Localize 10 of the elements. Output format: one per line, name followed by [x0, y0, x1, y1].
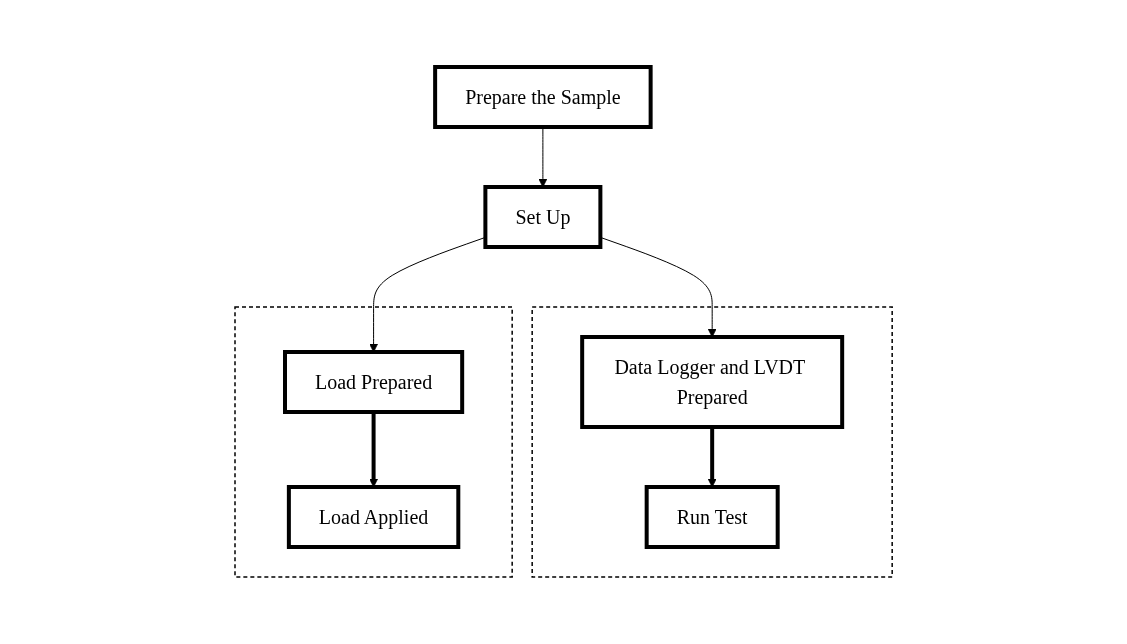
arrow [369, 412, 378, 488]
node-box: Run Test [644, 485, 780, 549]
cluster [234, 306, 513, 578]
cluster [531, 306, 893, 578]
node-box: Data Logger and LVDT Prepared [580, 335, 845, 429]
node-box: Set Up [483, 185, 603, 249]
node-box: Prepare the Sample [433, 65, 653, 129]
node-box: Load Applied [286, 485, 461, 549]
arrow [707, 427, 717, 488]
node-box: Load Prepared [282, 350, 465, 414]
